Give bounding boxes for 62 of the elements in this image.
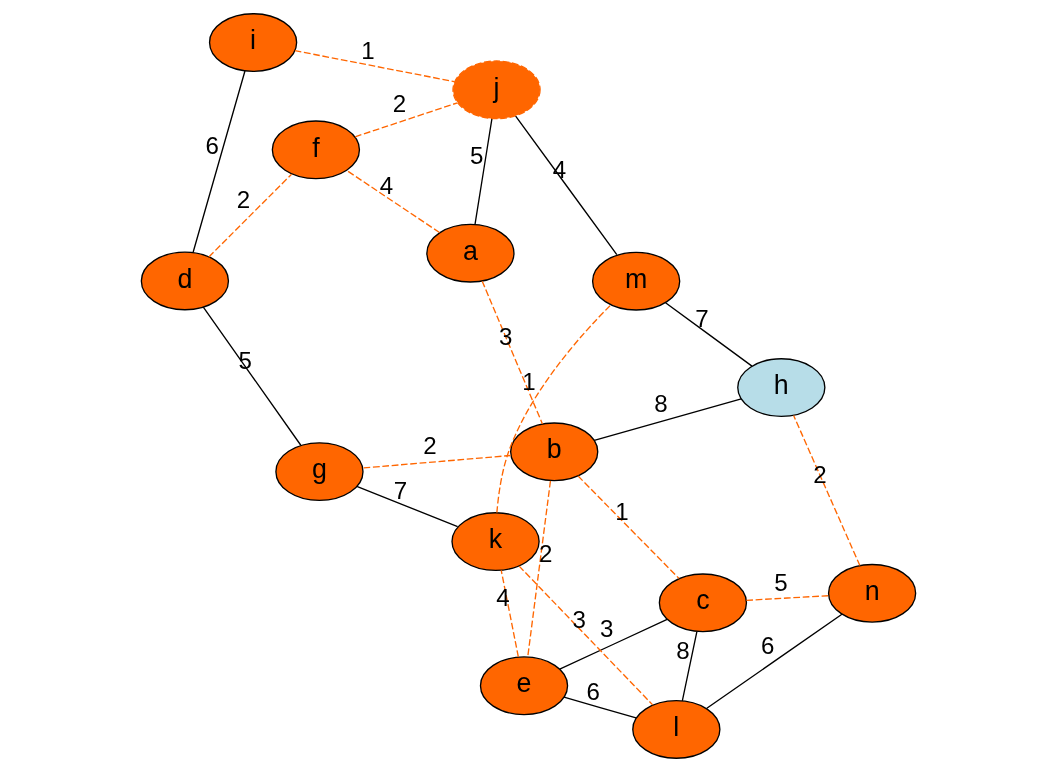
connector bbox=[527, 480, 552, 658]
edge-label: 5 bbox=[470, 142, 484, 170]
node-ellipse: g bbox=[275, 442, 364, 502]
edge-label: 3 bbox=[498, 323, 513, 351]
connector bbox=[745, 595, 830, 601]
connector bbox=[793, 414, 861, 567]
connector bbox=[362, 454, 512, 469]
edge-label: 1 bbox=[522, 367, 536, 395]
node-ellipse: l bbox=[632, 700, 721, 759]
edge-label: 1 bbox=[361, 36, 375, 64]
connector bbox=[192, 70, 246, 253]
node-ellipse: e bbox=[479, 656, 569, 716]
node-ellipse: c bbox=[658, 573, 748, 633]
connector bbox=[593, 398, 742, 442]
edge-label: 4 bbox=[379, 171, 394, 199]
node-ellipse: j bbox=[452, 60, 541, 120]
connector bbox=[577, 475, 680, 580]
edge-label: 4 bbox=[496, 584, 510, 612]
connector bbox=[515, 115, 618, 256]
node-ellipse: n bbox=[827, 563, 917, 623]
edge-label: 2 bbox=[423, 432, 437, 460]
connector bbox=[518, 565, 654, 706]
connector bbox=[500, 569, 519, 658]
edge-label: 2 bbox=[813, 461, 827, 489]
edge-label: 8 bbox=[654, 390, 668, 418]
edge-label: 4 bbox=[552, 155, 567, 183]
connector bbox=[706, 613, 843, 709]
node-ellipse: h bbox=[737, 358, 826, 418]
connector bbox=[559, 618, 668, 670]
edge-label: 2 bbox=[236, 186, 251, 214]
node-ellipse: d bbox=[140, 251, 230, 311]
edge-label: 2 bbox=[392, 90, 407, 118]
connector bbox=[474, 118, 493, 226]
connector bbox=[208, 173, 293, 258]
edge-label: 6 bbox=[761, 631, 775, 659]
edge-label: 5 bbox=[238, 346, 253, 374]
connector bbox=[563, 696, 637, 719]
node-ellipse: b bbox=[510, 422, 599, 482]
edge-label: 3 bbox=[600, 614, 614, 642]
node-ellipse: i bbox=[208, 13, 298, 72]
connector bbox=[681, 630, 698, 702]
edge-label: 2 bbox=[539, 539, 553, 567]
connector bbox=[346, 169, 441, 234]
connector bbox=[294, 50, 456, 83]
connector bbox=[356, 485, 459, 528]
edge-label: 5 bbox=[774, 568, 788, 596]
edge-label: 1 bbox=[615, 497, 629, 525]
node-ellipse: k bbox=[451, 512, 540, 572]
connector bbox=[354, 102, 459, 138]
connector bbox=[664, 302, 753, 367]
node-ellipse: m bbox=[591, 251, 681, 311]
edge-label: 6 bbox=[586, 678, 601, 706]
connector bbox=[481, 280, 544, 425]
node-ellipse: a bbox=[426, 223, 515, 283]
edge-label: 3 bbox=[572, 606, 586, 634]
connector bbox=[202, 306, 302, 446]
edge-label: 6 bbox=[205, 132, 220, 160]
edge-label: 7 bbox=[695, 304, 709, 332]
connector bbox=[496, 304, 612, 514]
node-ellipse: f bbox=[271, 120, 361, 180]
edge-label: 8 bbox=[676, 636, 690, 664]
edge-label: 7 bbox=[393, 476, 408, 504]
